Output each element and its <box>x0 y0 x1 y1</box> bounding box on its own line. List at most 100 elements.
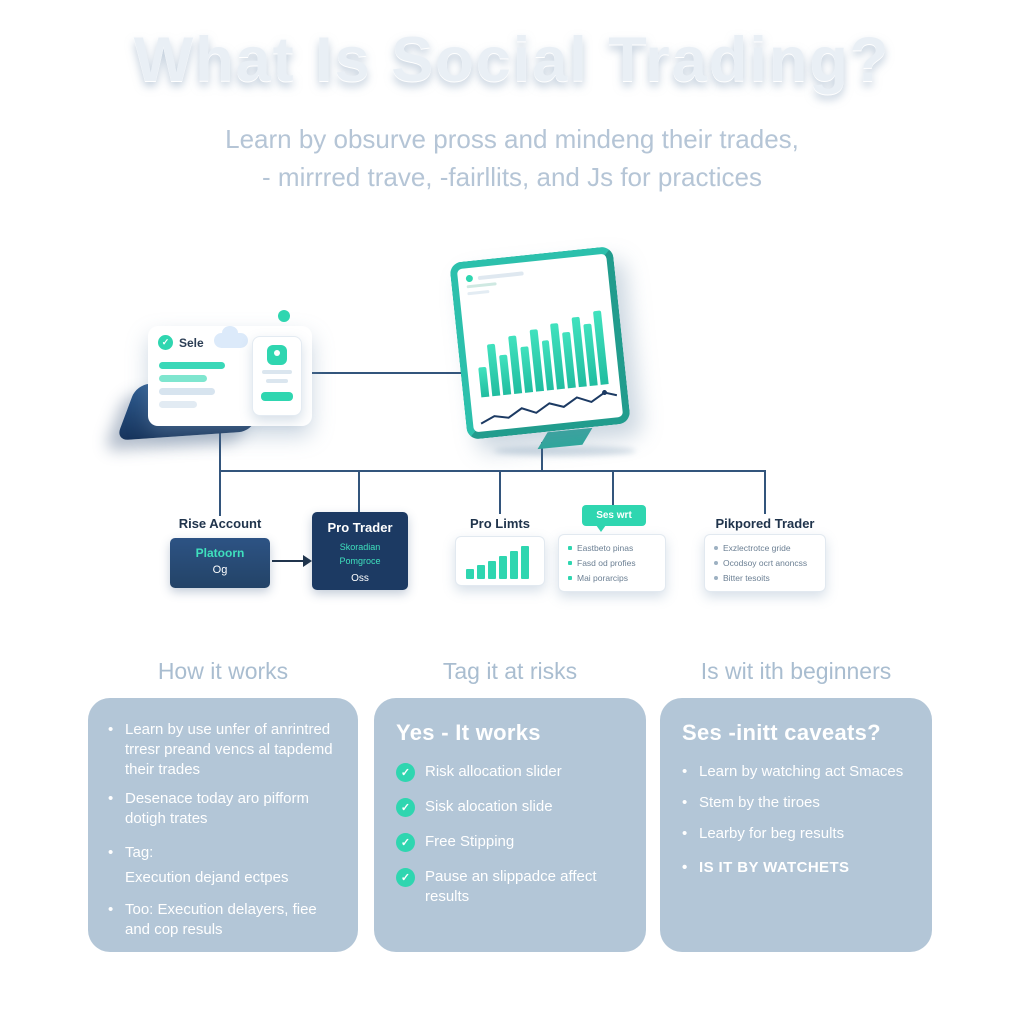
section-header-risks: Tag it at risks <box>442 658 578 684</box>
list-item: Exzlectrotce gride <box>714 543 816 553</box>
node1-label: Rise Account <box>178 516 262 531</box>
bullet-icon: • <box>682 794 688 811</box>
profile-text-lines <box>159 362 225 408</box>
text-line <box>159 362 225 369</box>
panel-how-it-works: • Learn by use unfer of anrintred trresr… <box>88 698 358 952</box>
list-item: Bitter tesoits <box>714 573 816 583</box>
bullet-icon <box>568 546 572 550</box>
list-item-label: Learby for beg results <box>699 825 845 842</box>
panel-beginners: Ses -initt caveats? • Learn by watching … <box>660 698 932 952</box>
list-item-label: Eastbeto pinas <box>577 543 634 553</box>
contact-card <box>252 336 302 416</box>
text-line <box>159 401 197 408</box>
logo-dot-icon <box>465 274 474 283</box>
checklist-item-label: Risk allocation slider <box>425 763 562 780</box>
checklist-item: ✓ Free Stipping <box>396 832 624 852</box>
text-line <box>262 370 292 374</box>
subtitle: Learn by obsurve pross and mindeng their… <box>0 120 1024 196</box>
connector-monitor-down <box>541 442 543 472</box>
bullet-icon <box>568 561 572 565</box>
checklist-item-label: Free Stipping <box>425 833 515 850</box>
monitor-bar-chart <box>473 306 609 398</box>
list-item-emphasis: • IS IT BY WATCHETS <box>682 858 910 878</box>
check-icon: ✓ <box>396 763 415 782</box>
list-item-label: Exzlectrotce gride <box>723 543 791 553</box>
connector-card-down <box>219 426 221 472</box>
connector-drop-4 <box>612 470 614 506</box>
list-item: • Desenace today aro pifform dotigh trat… <box>108 789 338 829</box>
bullet-icon: • <box>108 844 114 861</box>
check-icon: ✓ <box>396 798 415 817</box>
list-item: Mai porarcips <box>568 573 656 583</box>
monitor-line-chart <box>480 390 618 425</box>
list-item: • Stem by the tiroes <box>682 793 910 813</box>
connector-card-monitor <box>312 372 462 374</box>
list-item: • Too: Execution delayers, fiee and cop … <box>108 900 338 940</box>
list-item: • Learn by watching act Smaces <box>682 762 910 782</box>
node3-card <box>455 536 545 586</box>
notification-dot <box>278 310 290 322</box>
node2-title: Pro Trader <box>327 520 393 535</box>
list-item-label: Learn by use unfer of anrintred trresr p… <box>125 721 333 778</box>
text-line <box>266 379 288 383</box>
monitor-screen <box>449 245 631 441</box>
list-item-label: Tag: <box>125 844 154 861</box>
node1-box: Platoorn Og <box>170 538 270 588</box>
check-icon: ✓ <box>396 868 415 887</box>
list-item-label: Stem by the tiroes <box>699 794 820 811</box>
text-line <box>159 375 207 382</box>
monitor <box>449 245 631 441</box>
list-item: Eastbeto pinas <box>568 543 656 553</box>
node1-line1: Platoorn <box>195 546 245 560</box>
page-title: What Is Social Trading? <box>133 25 891 95</box>
connector-bus <box>219 470 766 472</box>
profile-card-header: ✓ Sele <box>158 326 248 350</box>
bullet-icon: • <box>108 901 114 918</box>
list-item: • Tag: <box>108 843 338 863</box>
node2-line3: Oss <box>351 573 369 584</box>
node2-line1: Skoradian <box>339 542 381 552</box>
list-item: • Learn by use unfer of anrintred trresr… <box>108 720 338 780</box>
list-item-label: Bitter tesoits <box>723 573 770 583</box>
cloud-icon <box>214 326 248 348</box>
text-line <box>477 270 524 280</box>
connector-drop-1 <box>219 470 221 516</box>
node1-line2: Og <box>212 564 228 576</box>
section-header-how-it-works: How it works <box>157 658 289 684</box>
list-item-label: Mai porarcips <box>577 573 629 583</box>
check-icon: ✓ <box>158 335 173 350</box>
panel-risks: Yes - It works ✓ Risk allocation slider … <box>374 698 646 952</box>
mini-bar-chart <box>466 545 534 579</box>
bullet-icon: • <box>682 763 688 780</box>
connector-drop-2 <box>358 470 360 512</box>
bullet-icon <box>714 561 718 565</box>
bullet-icon <box>568 576 572 580</box>
profile-card: ✓ Sele <box>148 326 312 426</box>
profile-card-label: Sele <box>179 335 204 350</box>
checklist-item-label: Sisk alocation slide <box>425 798 553 815</box>
follow-button-bar <box>261 392 293 401</box>
list-item-label: Fasd od profies <box>577 558 636 568</box>
speech-bubble-tail-icon <box>596 525 606 532</box>
monitor-shadow <box>494 446 636 456</box>
node5-card: Exzlectrotce gride Ocodsoy ocrt anoncss … <box>704 534 826 592</box>
section-header-beginners: Is wit ith beginners <box>700 658 892 684</box>
list-item-label: Too: Execution delayers, fiee and cop re… <box>125 901 317 938</box>
bullet-icon <box>714 576 718 580</box>
checklist-item: ✓ Pause an slippadce affect results <box>396 867 624 907</box>
connector-drop-5 <box>764 470 766 514</box>
bullet-icon: • <box>108 790 114 807</box>
bullet-icon: • <box>108 721 114 738</box>
panel-heading: Ses -initt caveats? <box>682 720 881 745</box>
bullet-icon: • <box>682 825 688 842</box>
checklist-item-label: Pause an slippadce affect results <box>425 868 597 905</box>
checklist-item: ✓ Sisk alocation slide <box>396 797 624 817</box>
connector-drop-3 <box>499 470 501 514</box>
node2-line2: Pomgroce <box>339 556 381 566</box>
list-item-label: Ocodsoy ocrt anoncss <box>723 558 808 568</box>
list-item: Fasd od profies <box>568 558 656 568</box>
bullet-icon: • <box>682 859 688 876</box>
arrow-icon <box>303 555 312 567</box>
list-item-label: Desenace today aro pifform dotigh trates <box>125 790 309 827</box>
